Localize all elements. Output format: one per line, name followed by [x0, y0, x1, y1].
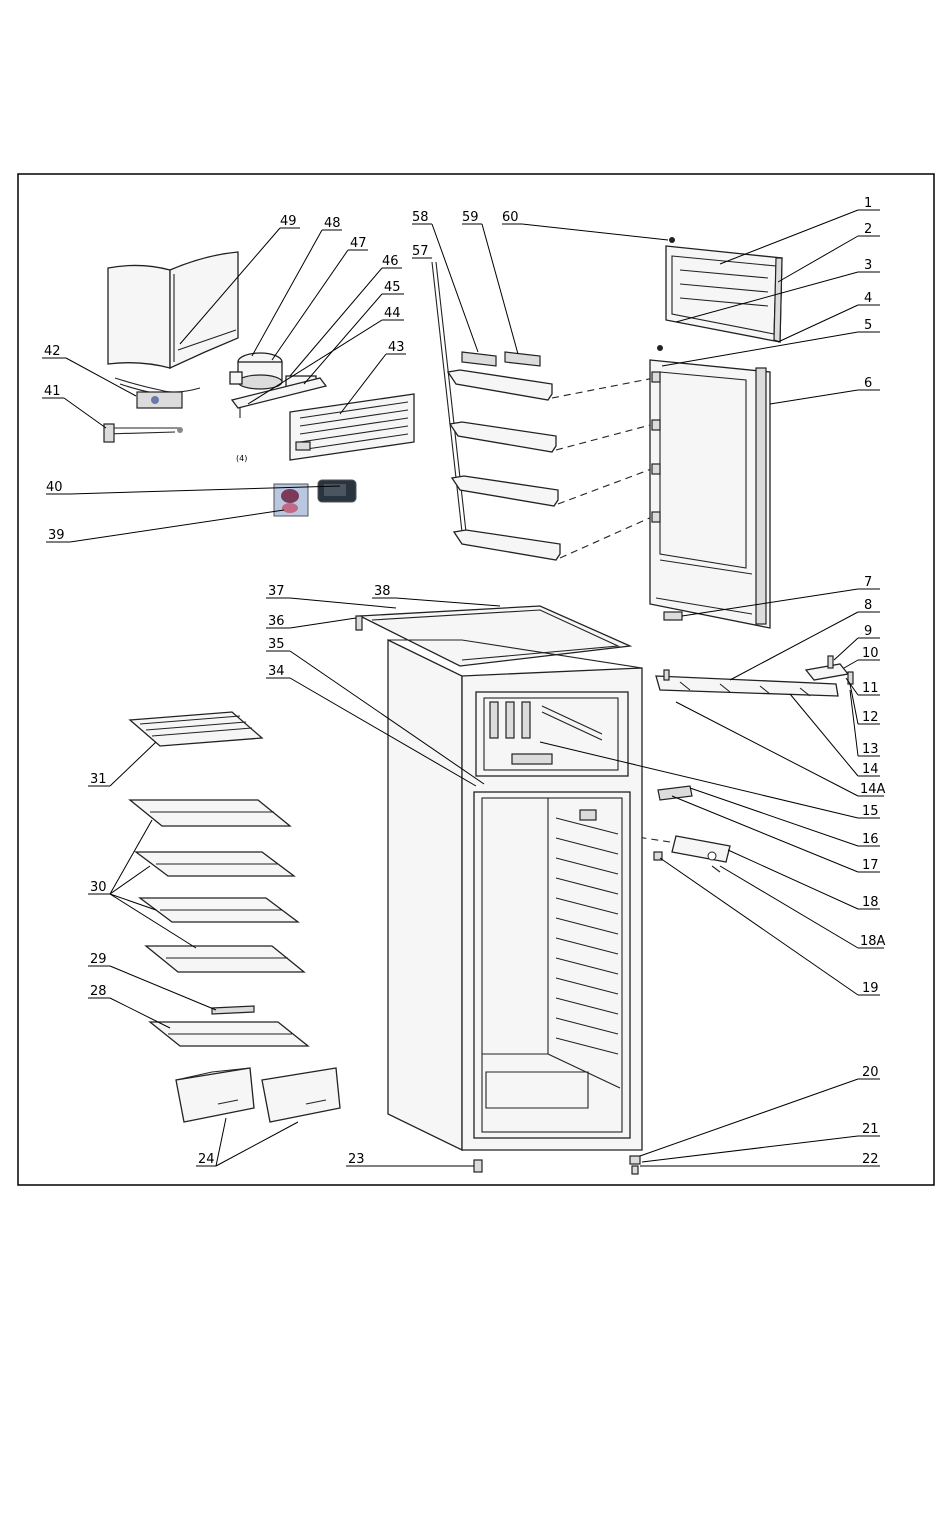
back-panel [108, 252, 238, 368]
label-36: 36 [268, 614, 285, 629]
label-14A: 14A [860, 782, 886, 797]
label-59: 59 [462, 210, 479, 225]
label-6: 6 [864, 376, 872, 391]
label-48: 48 [324, 216, 341, 231]
compressor-note: (4) [236, 454, 247, 463]
label-44: 44 [384, 306, 401, 321]
label-58: 58 [412, 210, 429, 225]
crisper-drawers [176, 1068, 340, 1122]
condenser-grille [290, 394, 414, 460]
label-2: 2 [864, 222, 872, 237]
label-17: 17 [862, 858, 879, 873]
overload-part [318, 480, 356, 502]
cabinet [388, 640, 642, 1150]
label-18A: 18A [860, 934, 886, 949]
label-16: 16 [862, 832, 879, 847]
rear-foot [630, 1156, 640, 1164]
label-4: 4 [864, 291, 872, 306]
shelf-trim [212, 1006, 254, 1014]
label-14: 14 [862, 762, 879, 777]
label-28: 28 [90, 984, 107, 999]
label-39: 39 [48, 528, 65, 543]
fridge-door [650, 360, 770, 628]
freezer-shelf [130, 712, 262, 746]
label-23: 23 [348, 1152, 365, 1167]
label-1: 1 [864, 196, 872, 211]
label-9: 9 [864, 624, 872, 639]
middle-hinge [656, 656, 853, 696]
label-8: 8 [864, 598, 872, 613]
label-34: 34 [268, 664, 285, 679]
label-5: 5 [864, 318, 872, 333]
label-12: 12 [862, 710, 879, 725]
label-20: 20 [862, 1065, 879, 1080]
label-46: 46 [382, 254, 399, 269]
front-foot [474, 1160, 482, 1172]
label-18: 18 [862, 895, 879, 910]
label-35: 35 [268, 637, 285, 652]
label-40: 40 [46, 480, 63, 495]
label-45: 45 [384, 280, 401, 295]
wiring-harness [115, 378, 200, 408]
label-30: 30 [90, 880, 107, 895]
label-43: 43 [388, 340, 405, 355]
label-60: 60 [502, 210, 519, 225]
label-21: 21 [862, 1122, 879, 1137]
label-38: 38 [374, 584, 391, 599]
label-24: 24 [198, 1152, 215, 1167]
label-37: 37 [268, 584, 285, 599]
label-31: 31 [90, 772, 107, 787]
label-11: 11 [862, 681, 879, 696]
thermostat-part [104, 424, 183, 442]
freezer-door [666, 246, 782, 342]
label-3: 3 [864, 258, 872, 273]
label-19: 19 [862, 981, 879, 996]
label-41: 41 [44, 384, 61, 399]
label-57: 57 [412, 244, 429, 259]
label-13: 13 [862, 742, 879, 757]
door-balconies [432, 262, 560, 560]
label-47: 47 [350, 236, 367, 251]
label-10: 10 [862, 646, 879, 661]
label-29: 29 [90, 952, 107, 967]
label-7: 7 [864, 575, 872, 590]
label-42: 42 [44, 344, 61, 359]
label-15: 15 [862, 804, 879, 819]
label-22: 22 [862, 1152, 879, 1167]
thermostat-assembly [654, 786, 730, 872]
label-49: 49 [280, 214, 297, 229]
